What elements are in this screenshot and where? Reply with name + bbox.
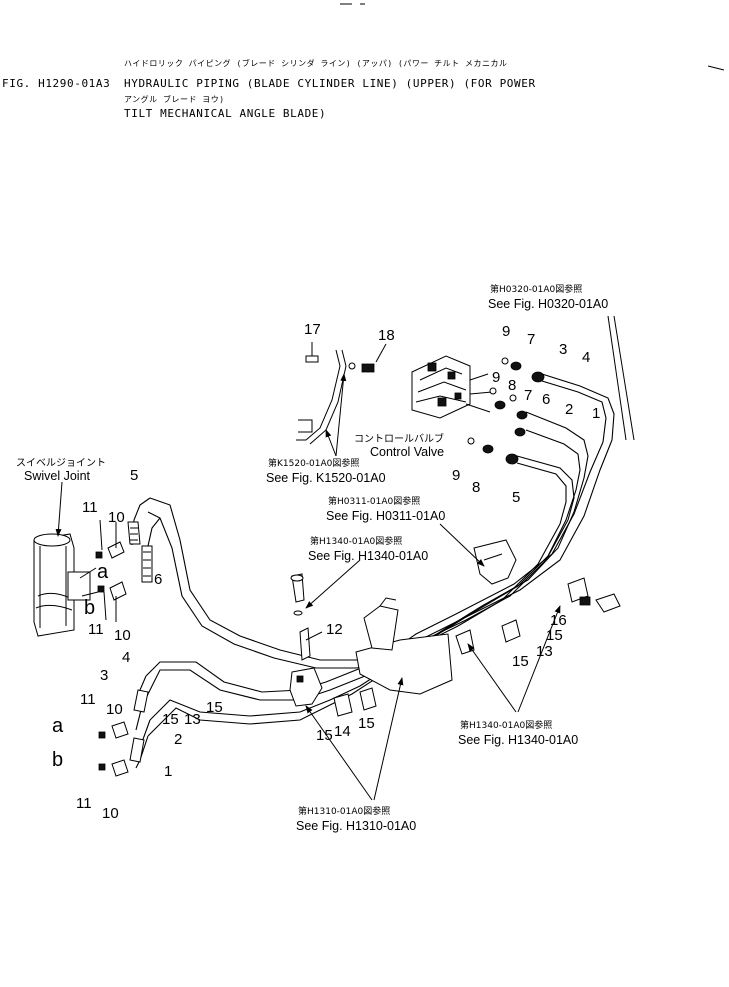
title-japanese-line-2: アングル ブレード ヨウ): [124, 95, 225, 104]
ref-h0311-en: See Fig. H0311-01A0: [326, 509, 445, 523]
right-bracket: [473, 539, 621, 613]
callout-11-lower-swivel: 11: [88, 621, 104, 638]
callout-9-mid: 9: [492, 369, 500, 386]
ref-h1340-right-jp: 第H1340-01A0図参照: [460, 719, 552, 731]
title-english-line-1: HYDRAULIC PIPING (BLADE CYLINDER LINE) (…: [124, 77, 536, 90]
callout-15-right-2: 15: [512, 653, 529, 670]
callout-2-valve: 2: [565, 401, 573, 418]
control-valve-assembly: [411, 355, 493, 419]
ref-h1310-jp: 第H1310-01A0図参照: [298, 805, 390, 817]
callout-2-lower: 2: [174, 731, 182, 748]
reference-notes: 第H0320-01A0図参照 See Fig. H0320-01A0 第K152…: [266, 283, 608, 833]
leader-lines: [55, 315, 635, 801]
callout-8-bottom: 8: [472, 479, 480, 496]
callout-1-lower: 1: [164, 763, 172, 780]
valve-side-hoses: [516, 373, 615, 525]
ref-h0311-jp: 第H0311-01A0図参照: [328, 495, 420, 507]
ref-h1340-top-jp: 第H1340-01A0図参照: [310, 535, 402, 547]
callout-6-valve: 6: [542, 391, 550, 408]
callout-4-valve: 4: [582, 349, 590, 366]
callout-10-lower-swivel: 10: [114, 627, 131, 644]
scan-mark-right: [707, 65, 725, 71]
callout-3-lower: 3: [100, 667, 108, 684]
callout-11-upper: 11: [82, 499, 98, 516]
callout-17: 17: [304, 321, 321, 338]
figure-code: FIG. H1290-01A3: [2, 77, 111, 90]
swivel-joint-body: [33, 533, 127, 637]
ref-h1340-right-en: See Fig. H1340-01A0: [458, 733, 578, 747]
ref-h0320-en: See Fig. H0320-01A0: [488, 297, 608, 311]
callout-14: 14: [334, 723, 351, 740]
callout-15-right-1: 15: [546, 627, 563, 644]
callout-15-center-1: 15: [316, 727, 333, 744]
swivel-joint-label-en: Swivel Joint: [24, 469, 91, 483]
callout-18: 18: [378, 327, 395, 344]
callout-a-lower: a: [52, 715, 64, 737]
callout-9-bottom: 9: [452, 467, 460, 484]
ref-h0320-jp: 第H0320-01A0図参照: [490, 283, 582, 295]
swivel-joint-label-jp: スイベルジョイント: [16, 457, 106, 469]
control-valve-fittings: [467, 357, 545, 465]
callout-15-left-1: 15: [162, 711, 179, 728]
callout-1-valve: 1: [592, 405, 600, 422]
callout-10-upper: 10: [108, 509, 125, 526]
upper-line-bracket: [296, 349, 375, 445]
callout-6-swivel: 6: [154, 571, 162, 588]
component-labels: スイベルジョイント Swivel Joint コントロールバルブ Control…: [16, 432, 444, 483]
ref-h1310-en: See Fig. H1310-01A0: [296, 819, 416, 833]
callout-7-top: 7: [527, 331, 535, 348]
title-japanese-line-1: ハイドロリック パイピング (ブレード シリンダ ライン) (アッパ) (パワー…: [124, 59, 508, 68]
control-valve-label-jp: コントロールバルブ: [354, 432, 444, 445]
callout-7-mid: 7: [524, 387, 532, 404]
callout-5-valve: 5: [512, 489, 520, 506]
callout-b-upper: b: [84, 597, 95, 619]
callout-9-top: 9: [502, 323, 510, 340]
ref-k1520-jp: 第K1520-01A0図参照: [268, 457, 359, 469]
title-english-line-2: TILT MECHANICAL ANGLE BLADE): [124, 107, 327, 120]
callout-11-lower-b: 11: [76, 795, 92, 812]
center-clamp-bracket: [289, 573, 521, 717]
control-valve-label-en: Control Valve: [370, 445, 444, 459]
callout-15-left-2: 15: [206, 699, 223, 716]
callout-a-upper: a: [97, 561, 109, 583]
callout-4-lower: 4: [122, 649, 130, 666]
callout-numbers: 17 18 9 7 3 4 9 8 7 6 2 1 9 8 5 5 11 10 …: [52, 321, 600, 822]
callout-12: 12: [326, 621, 343, 638]
callout-3-valve: 3: [559, 341, 567, 358]
callout-13-left: 13: [184, 711, 201, 728]
callout-8-mid: 8: [508, 377, 516, 394]
callout-10-lower-a: 10: [106, 701, 123, 718]
callout-5-swivel: 5: [130, 467, 138, 484]
ref-h1340-top-en: See Fig. H1340-01A0: [308, 549, 428, 563]
callout-16: 16: [550, 612, 567, 629]
callout-b-lower: b: [52, 749, 63, 771]
lower-left-fittings: [98, 675, 151, 777]
callout-11-lower-a: 11: [80, 691, 96, 708]
swivel-hoses: [127, 497, 161, 583]
callout-15-center-2: 15: [358, 715, 375, 732]
callout-13-right: 13: [536, 643, 553, 660]
callout-10-lower-b: 10: [102, 805, 119, 822]
ref-k1520-en: See Fig. K1520-01A0: [266, 471, 386, 485]
